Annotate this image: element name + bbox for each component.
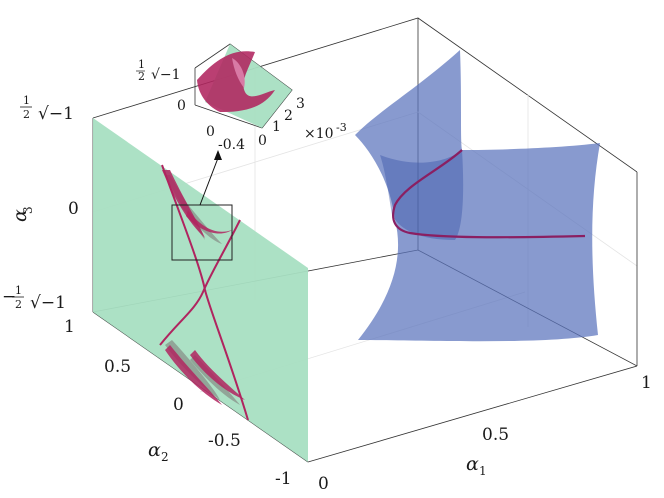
y-tick-0.5: 0.5	[104, 357, 131, 377]
z-bot-half-num: 1	[15, 284, 22, 297]
inset-z-den: 2	[138, 70, 145, 83]
zoom-box	[171, 204, 233, 261]
inset-b-tick-1: 1	[272, 119, 281, 135]
inset-z-num: 1	[138, 58, 145, 71]
y-axis-sub: 2	[161, 450, 169, 464]
inset-arrow	[199, 150, 222, 206]
x-axis-sub: 1	[479, 464, 487, 478]
x-tick-0: 0	[318, 474, 329, 494]
exponent-power: -3	[336, 121, 347, 134]
z-top-half-den: 2	[23, 108, 30, 121]
cross-section-plane	[93, 118, 308, 462]
z-bot-sign: −	[2, 287, 16, 307]
inset-z-root: √−1	[151, 67, 181, 83]
x-tick-0.5: 0.5	[482, 425, 509, 445]
inset-b-tick-2: 2	[284, 108, 293, 124]
grey-region	[165, 340, 220, 400]
magenta-band	[165, 345, 222, 405]
y-axis: 1 0.5 0 -0.5 -1 α 2	[64, 317, 292, 489]
y-tick-neg1: -1	[275, 469, 292, 489]
inset-ticks: 1 2 √−1 0 0 -0.4 0 1 2 3	[136, 58, 305, 153]
y-tick-0: 0	[173, 395, 184, 415]
magenta-curve	[159, 219, 241, 346]
z-top-half-num: 1	[23, 94, 30, 107]
inset-b-tick-3: 3	[296, 96, 305, 112]
magenta-band	[186, 210, 232, 234]
magenta-curve	[161, 164, 249, 421]
inset-a-tick-neg0.4: -0.4	[218, 137, 245, 153]
x-tick-1: 1	[641, 373, 652, 393]
z-tick-0: 0	[68, 199, 79, 219]
y-axis-label: α	[148, 439, 161, 461]
inset-b-tick-0: 0	[258, 133, 267, 149]
z-axis-sub: 3	[21, 206, 35, 214]
z-top-root: √−1	[38, 104, 74, 124]
x-axis-label: α	[466, 453, 479, 475]
magenta-curve	[392, 149, 586, 239]
magenta-band	[190, 350, 245, 400]
z-bot-half-den: 2	[15, 298, 22, 311]
green-plane	[93, 118, 308, 462]
y-tick-1: 1	[64, 317, 75, 337]
z-axis: 1 2 √−1 0 − 1 2 √−1 α 3 ×10 -3	[2, 94, 347, 313]
exponent-base: ×10	[304, 126, 334, 142]
z-bot-root: √−1	[30, 293, 66, 313]
z-axis-label: α	[9, 209, 31, 222]
blue-surface	[355, 50, 600, 342]
inset-z-tick-0: 0	[177, 98, 186, 114]
x-axis: 0 0.5 1 α 1	[318, 373, 652, 494]
inset-plot	[194, 43, 293, 129]
inset-a-tick-0: 0	[206, 124, 215, 140]
y-tick-neg0.5: -0.5	[208, 431, 241, 451]
